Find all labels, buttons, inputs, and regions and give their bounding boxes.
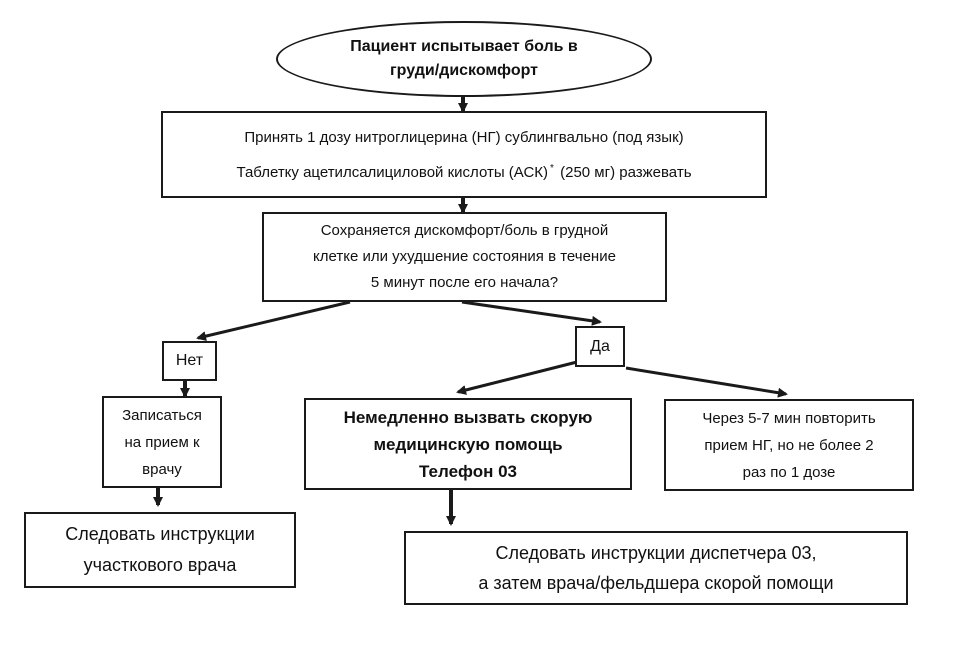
- arrow-question-to-no: [196, 300, 351, 342]
- answer-yes-box: Да: [575, 326, 625, 367]
- dispatcher-line-2: а затем врача/фельдшера скорой помощи: [478, 573, 834, 593]
- question-box: Сохраняется дискомфорт/боль в грудной кл…: [262, 212, 667, 302]
- start-line-1: Пациент испытывает боль в: [350, 38, 578, 55]
- answer-no-label: Нет: [175, 352, 204, 369]
- footnote-mark: *: [550, 162, 554, 174]
- question-line-2: клетке или ухудшение состояния в течение: [313, 248, 616, 265]
- repeat-line-2: прием НГ, но не более 2: [704, 436, 874, 454]
- medication-line-2-end: (250 мг) разжевать: [555, 163, 692, 181]
- appointment-line-3: врачу: [142, 460, 182, 478]
- answer-no-box: Нет: [162, 341, 217, 381]
- arrow-yes-to-repeat: [625, 366, 788, 398]
- medication-step-box: Принять 1 дозу нитроглицерина (НГ) субли…: [161, 111, 767, 198]
- appointment-box: Записаться на прием к врачу: [102, 396, 222, 488]
- answer-yes-label: Да: [590, 337, 610, 355]
- medication-line-2-text: Таблетку ацетилсалициловой кислоты (АСК): [236, 163, 549, 181]
- start-line-2: груди/дискомфорт: [390, 62, 538, 79]
- local-doctor-line-2: участкового врача: [83, 555, 237, 575]
- appointment-line-2: на прием к: [124, 433, 200, 451]
- ambulance-box: Немедленно вызвать скорую медицинскую по…: [304, 398, 632, 490]
- appointment-line-1: Записаться: [122, 406, 202, 424]
- dispatcher-line-1: Следовать инструкции диспетчера 03,: [495, 543, 817, 563]
- dispatcher-box: Следовать инструкции диспетчера 03, а за…: [404, 531, 908, 605]
- local-doctor-box: Следовать инструкции участкового врача: [24, 512, 296, 588]
- repeat-ng-box: Через 5-7 мин повторить прием НГ, но не …: [664, 399, 914, 491]
- medication-line-1: Принять 1 дозу нитроглицерина (НГ) субли…: [244, 128, 684, 146]
- question-line-1: Сохраняется дискомфорт/боль в грудной: [320, 222, 609, 239]
- ambulance-line-1: Немедленно вызвать скорую: [343, 407, 593, 427]
- start-node: Пациент испытывает боль в груди/дискомфо…: [276, 21, 652, 97]
- ambulance-line-2: медицинскую помощь: [373, 434, 563, 454]
- local-doctor-line-1: Следовать инструкции: [65, 524, 255, 544]
- medication-line-2: Таблетку ацетилсалициловой кислоты (АСК)…: [236, 153, 691, 188]
- ambulance-line-3: Телефон 03: [419, 461, 517, 481]
- repeat-line-3: раз по 1 дозе: [742, 463, 836, 481]
- repeat-line-1: Через 5-7 мин повторить: [702, 409, 876, 427]
- question-line-3: 5 минут после его начала?: [370, 274, 559, 291]
- arrow-question-to-yes: [461, 300, 602, 326]
- arrow-yes-to-ambulance: [456, 360, 578, 395]
